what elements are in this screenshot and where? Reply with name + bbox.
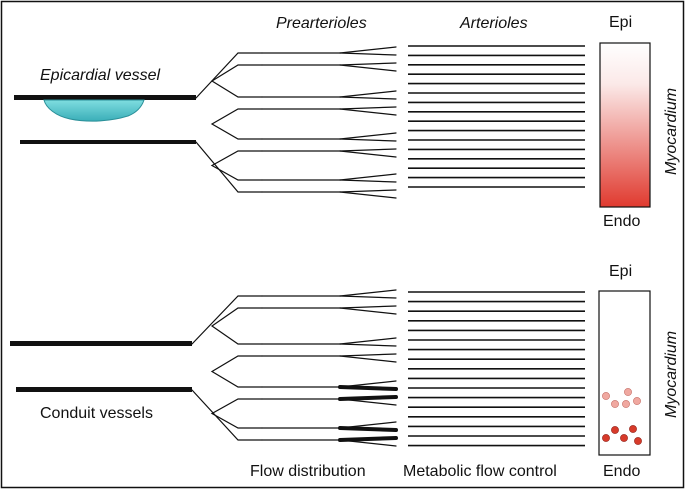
- perfusion-dot: [611, 400, 619, 408]
- prearteriole-branch: [210, 108, 263, 140]
- perfusion-dot: [602, 392, 610, 400]
- perfusion-dot: [629, 425, 637, 433]
- vessel-branch: [338, 385, 398, 391]
- bottom-prearteriole-tree: [191, 289, 398, 447]
- vessel-branch: [339, 307, 397, 315]
- vessel-branch: [339, 295, 397, 299]
- perfusion-dot: [634, 437, 642, 445]
- vessel-branch: [339, 108, 397, 116]
- myocardium-perfusion-box: [598, 290, 651, 456]
- prearteriole-branch: [191, 389, 263, 441]
- perfusion-dot: [611, 426, 619, 434]
- vessel-branch: [338, 436, 398, 442]
- vessel-branch: [338, 426, 398, 432]
- myocardium-gradient-box: [599, 42, 651, 208]
- endo-label-bottom: Endo: [603, 463, 640, 480]
- vessel-branch: [339, 138, 397, 142]
- bottom-panel: Conduit vessels Flow distribution Metabo…: [10, 263, 680, 480]
- vessel-branch: [339, 46, 397, 54]
- perfusion-dots: [602, 388, 642, 445]
- prearteriole-branch: [195, 52, 263, 99]
- vessel-branch: [339, 148, 397, 152]
- vessel-branch: [339, 64, 397, 72]
- vessel-branch: [339, 96, 397, 100]
- conduit-vessel-lower: [16, 387, 192, 392]
- perfusion-dot: [633, 397, 641, 405]
- perfusion-dot: [602, 434, 610, 442]
- prearteriole-branch: [191, 295, 263, 345]
- perfusion-dot: [622, 400, 630, 408]
- myocardium-label-bottom: Myocardium: [663, 331, 680, 418]
- top-panel: Prearterioles Arterioles Epicardial vess…: [14, 14, 680, 230]
- prearteriole-branch: [210, 355, 263, 388]
- vessel-branch: [339, 90, 397, 98]
- conduit-vessels-label: Conduit vessels: [40, 405, 153, 422]
- vessel-branch: [339, 189, 397, 193]
- prearteriole-branch: [210, 150, 263, 181]
- vessel-branch: [339, 62, 397, 66]
- top-arterioles: [408, 45, 585, 188]
- perfusion-dot: [624, 388, 632, 396]
- prearteriole-branch: [210, 398, 263, 429]
- flow-distribution-label: Flow distribution: [250, 463, 366, 480]
- epi-label-top: Epi: [609, 14, 632, 31]
- conduit-vessel-upper: [10, 341, 192, 346]
- prearteriole-branch: [210, 307, 263, 345]
- vessel-branch: [339, 52, 397, 56]
- vessel-branch: [339, 179, 397, 183]
- vessel-branch: [338, 395, 398, 401]
- vessel-branch: [339, 173, 397, 181]
- vessel-branch: [339, 343, 397, 347]
- vessel-branch: [339, 439, 397, 447]
- vessel-branch: [339, 398, 397, 406]
- myocardium-label-top: Myocardium: [663, 88, 680, 175]
- prearterioles-label: Prearterioles: [276, 15, 367, 32]
- vessel-branch: [339, 106, 397, 110]
- epicardial-vessel-lower-wall: [20, 140, 196, 144]
- vessel-branch: [339, 337, 397, 345]
- vessel-branch: [339, 150, 397, 158]
- epicardial-vessel-upper-wall: [14, 95, 196, 100]
- vessel-branch: [339, 132, 397, 140]
- vessel-branch: [339, 289, 397, 297]
- plaque-shape: [43, 99, 145, 122]
- perfusion-dot: [620, 434, 628, 442]
- epi-label-bottom: Epi: [609, 263, 632, 280]
- epicardial-vessel-label: Epicardial vessel: [40, 67, 161, 84]
- top-prearteriole-tree: [195, 46, 397, 199]
- prearteriole-branch: [210, 64, 263, 98]
- vessel-branch: [339, 353, 397, 357]
- bottom-arterioles: [408, 291, 585, 447]
- arterioles-label: Arterioles: [459, 15, 528, 32]
- metabolic-flow-control-label: Metabolic flow control: [403, 463, 557, 480]
- vessel-branch: [339, 305, 397, 309]
- endo-label-top: Endo: [603, 213, 640, 230]
- vessel-branch: [339, 191, 397, 199]
- prearteriole-branch: [195, 141, 263, 193]
- vessel-branch: [339, 355, 397, 363]
